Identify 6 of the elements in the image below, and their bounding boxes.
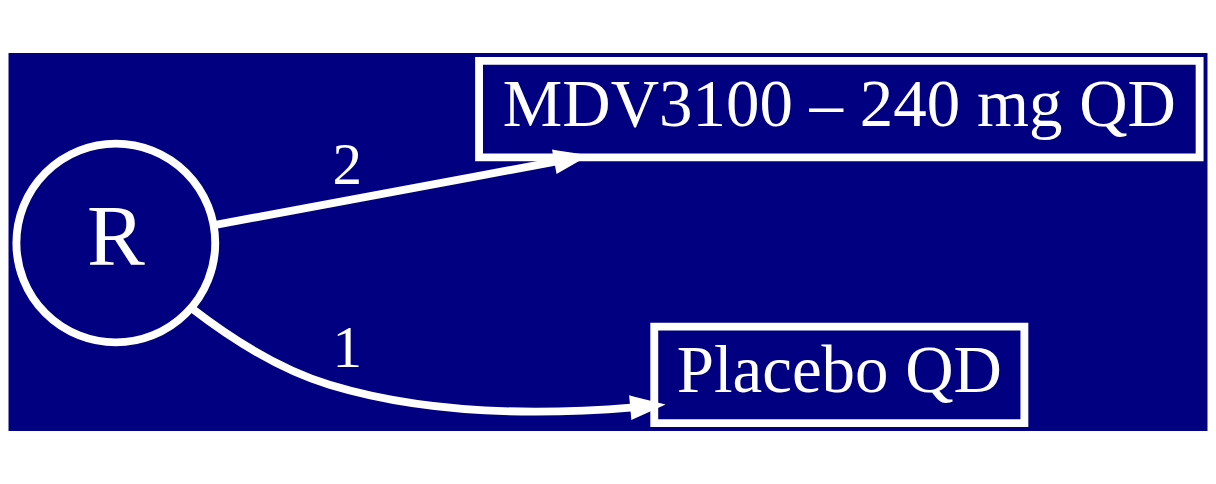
arrow: [189, 305, 666, 421]
node-circle: R: [12, 139, 220, 347]
node-box: MDV3100 – 240 mg QD: [475, 56, 1204, 162]
edge-label: 2: [332, 130, 362, 197]
node-box: Placebo QD: [650, 322, 1029, 428]
edge-label: 1: [332, 314, 362, 381]
